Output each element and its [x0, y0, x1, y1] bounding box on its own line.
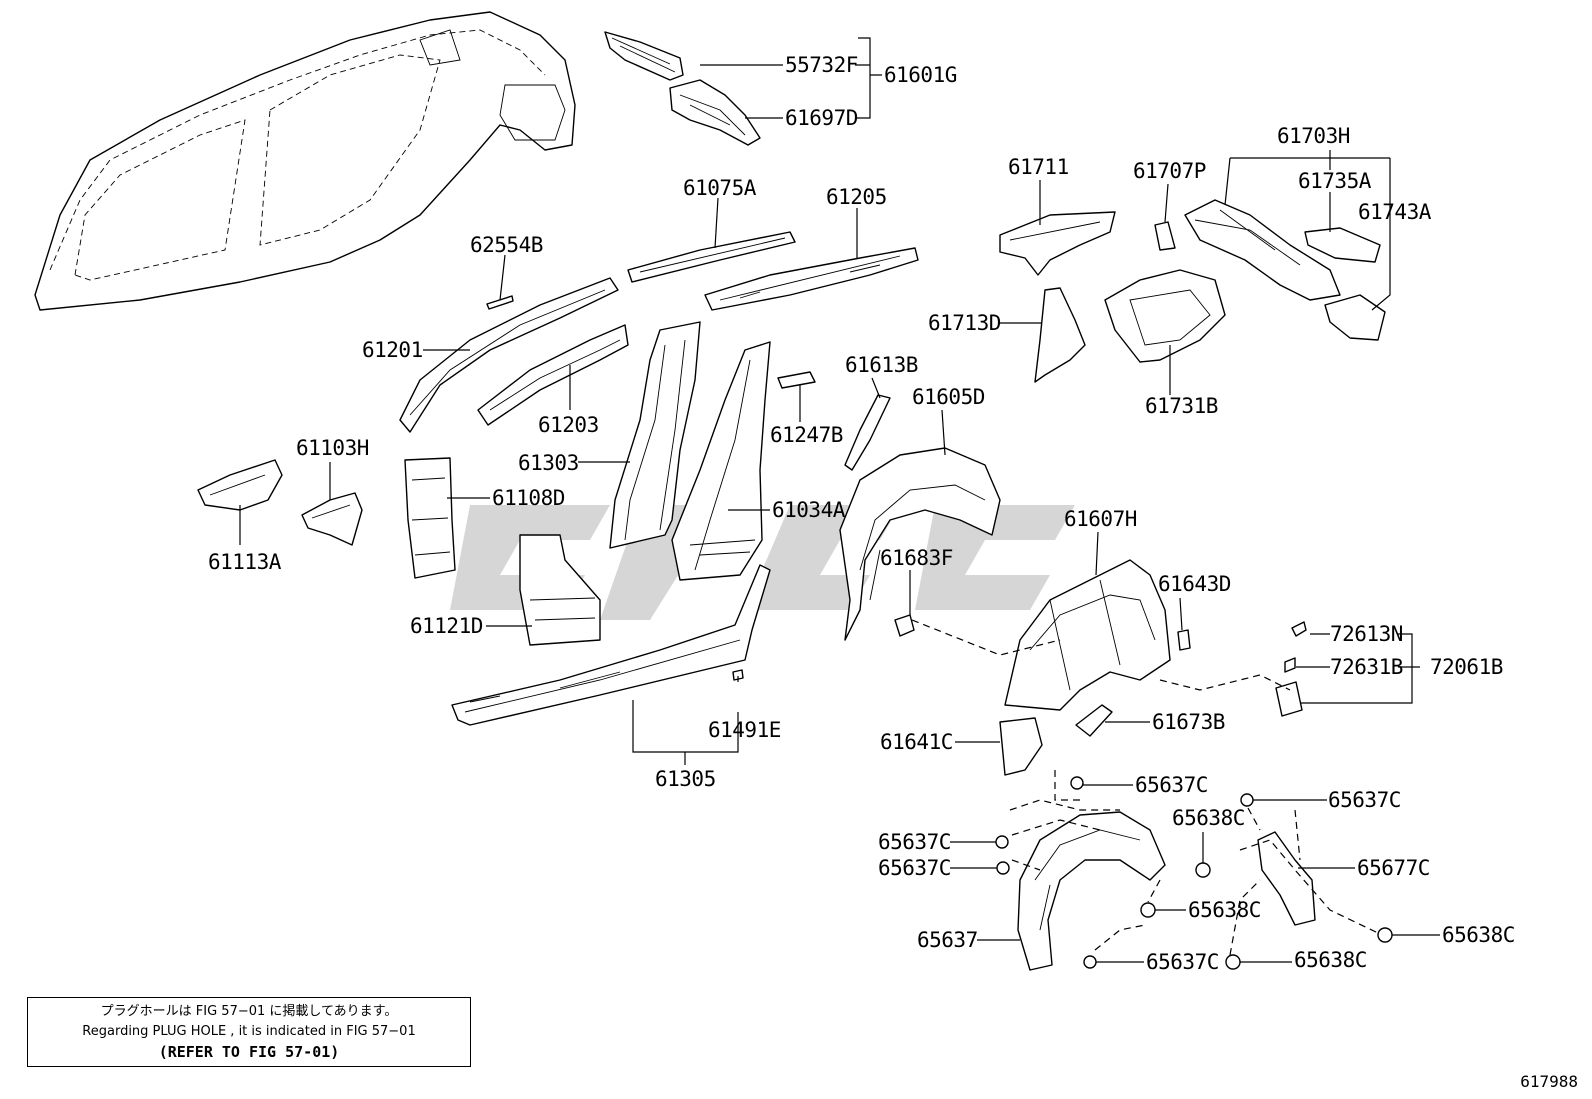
part-65637-fender-liner: [1017, 811, 1166, 971]
figure-id: 617988: [1520, 1072, 1578, 1091]
label-65638c-3: 65638C: [1442, 923, 1515, 947]
label-61743a: 61743A: [1358, 200, 1432, 224]
label-61707p: 61707P: [1133, 159, 1206, 183]
label-65637c-2: 65637C: [1328, 788, 1401, 812]
part-61601g-group: [604, 31, 761, 146]
label-65638c-4: 65638C: [1294, 948, 1367, 972]
part-61103h: [301, 492, 363, 546]
label-61491e: 61491E: [708, 718, 781, 742]
label-61121d: 61121D: [410, 614, 483, 638]
label-61703h: 61703H: [1277, 124, 1350, 148]
label-62554b: 62554B: [470, 233, 543, 257]
part-61713d: [1034, 287, 1086, 383]
label-65638c-2: 65638C: [1188, 898, 1261, 922]
label-61075a: 61075A: [683, 176, 757, 200]
label-65677c: 65677C: [1357, 856, 1430, 880]
label-61607h: 61607H: [1064, 507, 1137, 531]
label-65637c-5: 65637C: [1146, 950, 1219, 974]
label-61247b: 61247B: [770, 423, 843, 447]
part-61673b: [1075, 704, 1113, 737]
note-japanese: プラグホールは FIG 57−01 に掲載してあります。: [100, 1004, 398, 1019]
label-61113a: 61113A: [208, 550, 282, 574]
part-61641c: [999, 717, 1043, 776]
label-61735a: 61735A: [1298, 169, 1372, 193]
part-61613b: [844, 394, 891, 471]
part-labels: 55732F 61601G 61697D 61075A 61205 62554B…: [208, 53, 1515, 974]
label-65637c-3: 65637C: [878, 830, 951, 854]
label-61713d: 61713D: [928, 311, 1001, 335]
part-61607h-inner-wheelhouse: [1004, 559, 1171, 711]
label-72061b: 72061B: [1430, 655, 1503, 679]
label-65638c-1: 65638C: [1172, 806, 1245, 830]
fasteners: [995, 776, 1393, 970]
part-61703h-assembly: [1184, 199, 1386, 341]
note-box: プラグホールは FIG 57−01 に掲載してあります。 Regarding P…: [27, 997, 471, 1067]
label-61697d: 61697D: [785, 106, 858, 130]
part-61121d: [519, 534, 601, 646]
label-61103h: 61103H: [296, 436, 369, 460]
part-62554b: [486, 295, 514, 310]
part-72061b-group: [1275, 621, 1307, 717]
label-61303: 61303: [518, 451, 579, 475]
label-61305: 61305: [655, 767, 716, 791]
leader-lines: [239, 37, 1440, 963]
label-65637: 65637: [917, 928, 978, 952]
label-61711: 61711: [1008, 155, 1069, 179]
part-61075a-rail: [627, 231, 796, 283]
part-61247b: [777, 371, 816, 389]
label-55732f: 55732F: [785, 53, 858, 77]
label-61673b: 61673B: [1152, 710, 1225, 734]
label-65637c-4: 65637C: [878, 856, 951, 880]
label-61034a: 61034A: [772, 498, 846, 522]
label-61643d: 61643D: [1158, 572, 1231, 596]
note-english: Regarding PLUG HOLE , it is indicated in…: [82, 1024, 416, 1039]
label-65637c-1: 65637C: [1135, 773, 1208, 797]
label-61605d: 61605D: [912, 385, 985, 409]
label-72613n: 72613N: [1330, 622, 1403, 646]
part-61707p: [1154, 221, 1176, 251]
part-61201-rail: [399, 277, 619, 433]
label-61683f: 61683F: [880, 546, 953, 570]
body-side-outer: [34, 11, 576, 311]
part-61643d: [1177, 629, 1191, 651]
label-61205: 61205: [826, 185, 887, 209]
part-61205-rail: [704, 247, 919, 311]
label-61201: 61201: [362, 338, 423, 362]
part-61491e: [732, 669, 744, 681]
part-61711: [999, 211, 1116, 276]
part-61113a: [197, 459, 283, 511]
note-reference: (REFER TO FIG 57-01): [158, 1043, 340, 1061]
part-61203: [477, 324, 629, 426]
part-61108d: [404, 457, 456, 579]
part-61034a-pillar: [671, 341, 771, 581]
label-61108d: 61108D: [492, 486, 565, 510]
label-72631b: 72631B: [1330, 655, 1403, 679]
part-61731b: [1104, 269, 1226, 363]
label-61731b: 61731B: [1145, 394, 1218, 418]
label-61641c: 61641C: [880, 730, 953, 754]
label-61203: 61203: [538, 413, 599, 437]
part-61303-pillar: [609, 321, 701, 549]
part-61605d-wheelhouse: [839, 447, 1001, 641]
part-65677c: [1257, 831, 1316, 926]
dashed-assembly-lines: [911, 619, 1379, 956]
part-61683f: [894, 614, 915, 637]
part-61305-rocker: [451, 564, 771, 726]
label-61613b: 61613B: [845, 353, 918, 377]
label-61601g: 61601G: [884, 63, 957, 87]
